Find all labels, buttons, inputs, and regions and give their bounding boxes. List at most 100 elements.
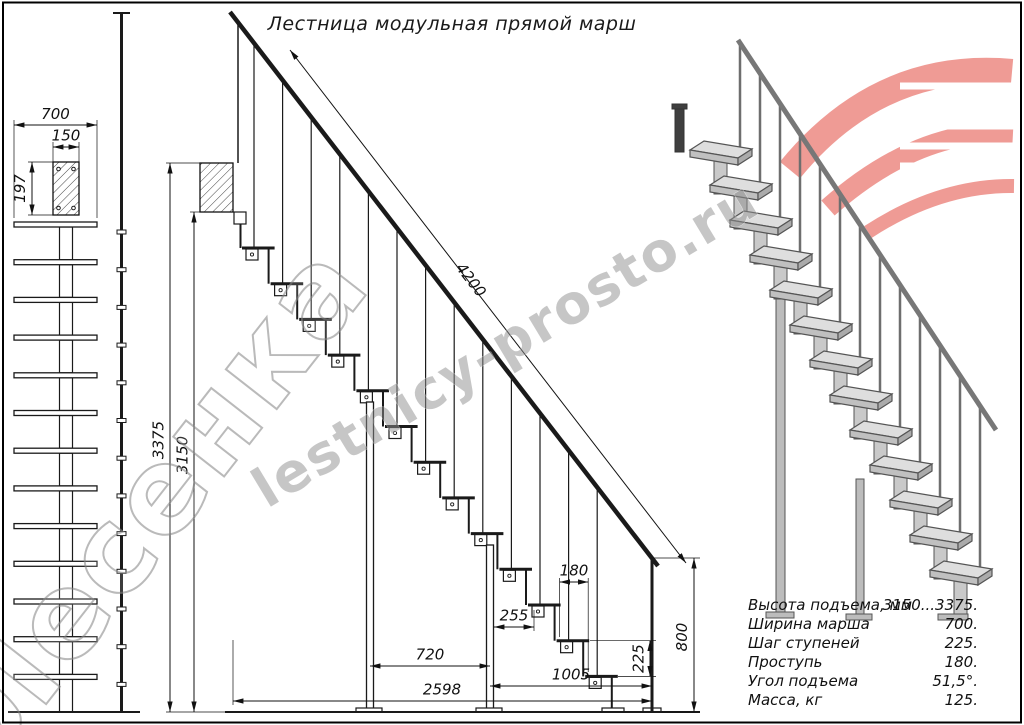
bolt bbox=[535, 609, 541, 614]
bolt bbox=[507, 573, 512, 578]
logo-swoosh-low bbox=[864, 178, 1015, 238]
tread-side-3d bbox=[897, 427, 913, 447]
iso-balusters bbox=[738, 42, 982, 576]
dim-label-225: 225 bbox=[630, 644, 648, 673]
step-bar bbox=[13, 409, 98, 417]
step-bar bbox=[13, 485, 98, 492]
pole-tick bbox=[116, 229, 127, 235]
front-view bbox=[8, 12, 140, 713]
spec-label-2: Шаг ступеней bbox=[748, 634, 860, 652]
dim-label-150: 150 bbox=[52, 127, 81, 145]
dim-label-180: 180 bbox=[560, 562, 589, 580]
tread-side-3d bbox=[917, 462, 933, 482]
iso-support-post-1 bbox=[775, 298, 786, 613]
step-bar bbox=[13, 259, 98, 266]
column-segment bbox=[58, 226, 74, 261]
logo-stripes bbox=[900, 82, 1016, 170]
brand-logo bbox=[779, 57, 1016, 238]
iso-support-foot-2 bbox=[845, 613, 873, 621]
pole-tick bbox=[116, 568, 127, 574]
tread-side-3d bbox=[957, 532, 973, 552]
column-segment bbox=[58, 264, 74, 299]
column-segment bbox=[58, 339, 74, 374]
tread-side-3d bbox=[857, 357, 873, 377]
column-segment bbox=[58, 301, 74, 336]
dim-label-197: 197 bbox=[11, 174, 29, 203]
bolt bbox=[478, 538, 483, 543]
spec-value-3: 180. bbox=[945, 653, 978, 671]
iso-newel-post bbox=[674, 107, 685, 153]
bolt bbox=[71, 205, 76, 211]
step-bar bbox=[13, 636, 98, 643]
iso-treads bbox=[688, 140, 994, 615]
tread-side-3d bbox=[877, 392, 893, 412]
dim-label-2598: 2598 bbox=[423, 681, 461, 699]
bolt bbox=[56, 205, 61, 211]
tread-side-3d bbox=[837, 322, 853, 342]
upper-floor-slab bbox=[199, 162, 234, 213]
pole-tick bbox=[116, 455, 127, 461]
step-bar bbox=[13, 334, 98, 341]
pole-tick bbox=[116, 267, 127, 273]
pole-tick bbox=[116, 606, 127, 612]
column-segment bbox=[58, 452, 74, 487]
dim-label-3150: 3150 bbox=[174, 436, 192, 474]
pole-tick bbox=[116, 418, 127, 423]
support-leg-2 bbox=[485, 544, 495, 713]
column-segment bbox=[58, 414, 74, 449]
bolt bbox=[71, 166, 76, 172]
spec-value-2: 225. bbox=[945, 634, 978, 652]
specs-table: Высота подъема, мм 3150...3375. Ширина м… bbox=[748, 596, 978, 709]
pole-tick bbox=[116, 304, 127, 310]
dim-label-4200: 4200 bbox=[452, 259, 490, 300]
spec-label-3: Проступь bbox=[748, 653, 823, 671]
pole-tick bbox=[116, 644, 127, 650]
page-title: Лестница модульная прямой марш bbox=[267, 13, 637, 35]
spec-label-4: Угол подъема bbox=[748, 672, 858, 690]
bolt bbox=[421, 466, 426, 471]
tread-side-3d bbox=[977, 567, 993, 587]
pole-tick bbox=[116, 681, 127, 687]
dim-label-720: 720 bbox=[416, 646, 445, 664]
tread-side-3d bbox=[797, 252, 813, 272]
dim-label-1005: 1005 bbox=[552, 666, 590, 684]
step-bar bbox=[13, 372, 98, 379]
logo-swoosh-top bbox=[779, 57, 1014, 179]
dim-label-3375: 3375 bbox=[150, 421, 168, 459]
spec-label-1: Ширина марша bbox=[748, 615, 870, 633]
step-bar bbox=[13, 221, 98, 228]
pole-tick bbox=[116, 342, 127, 348]
dim-label-255: 255 bbox=[500, 607, 529, 625]
pole-tick bbox=[116, 531, 127, 537]
column-segment bbox=[58, 377, 74, 412]
step-bar bbox=[13, 560, 98, 567]
step-bar bbox=[13, 673, 98, 681]
tread-side-3d bbox=[937, 497, 953, 517]
first-module-bracket bbox=[233, 211, 247, 225]
spec-label-5: Масса, кг bbox=[748, 691, 822, 709]
dim-label-800: 800 bbox=[673, 623, 691, 652]
spec-label-0: Высота подъема, мм bbox=[748, 596, 912, 614]
bolt bbox=[593, 680, 598, 685]
iso-view bbox=[671, 38, 999, 621]
pole-tick bbox=[116, 493, 127, 499]
spec-value-4: 51,5°. bbox=[932, 672, 978, 690]
iso-handrail bbox=[735, 38, 999, 432]
dim-line-4200 bbox=[289, 49, 687, 564]
step-bar bbox=[13, 296, 98, 304]
step-bar bbox=[13, 598, 98, 605]
tread-side-3d bbox=[737, 147, 753, 167]
tread-side-3d bbox=[817, 287, 833, 307]
spec-value-0: 3150...3375. bbox=[883, 596, 978, 614]
step-bar bbox=[13, 522, 98, 530]
front-steps bbox=[13, 221, 127, 713]
iso-support-foot-1 bbox=[765, 611, 795, 619]
iso-support-post-2 bbox=[855, 478, 865, 615]
bolt bbox=[249, 252, 255, 257]
step-bar bbox=[13, 447, 98, 454]
spec-value-5: 125. bbox=[945, 691, 978, 709]
dim-label-700: 700 bbox=[41, 105, 70, 123]
